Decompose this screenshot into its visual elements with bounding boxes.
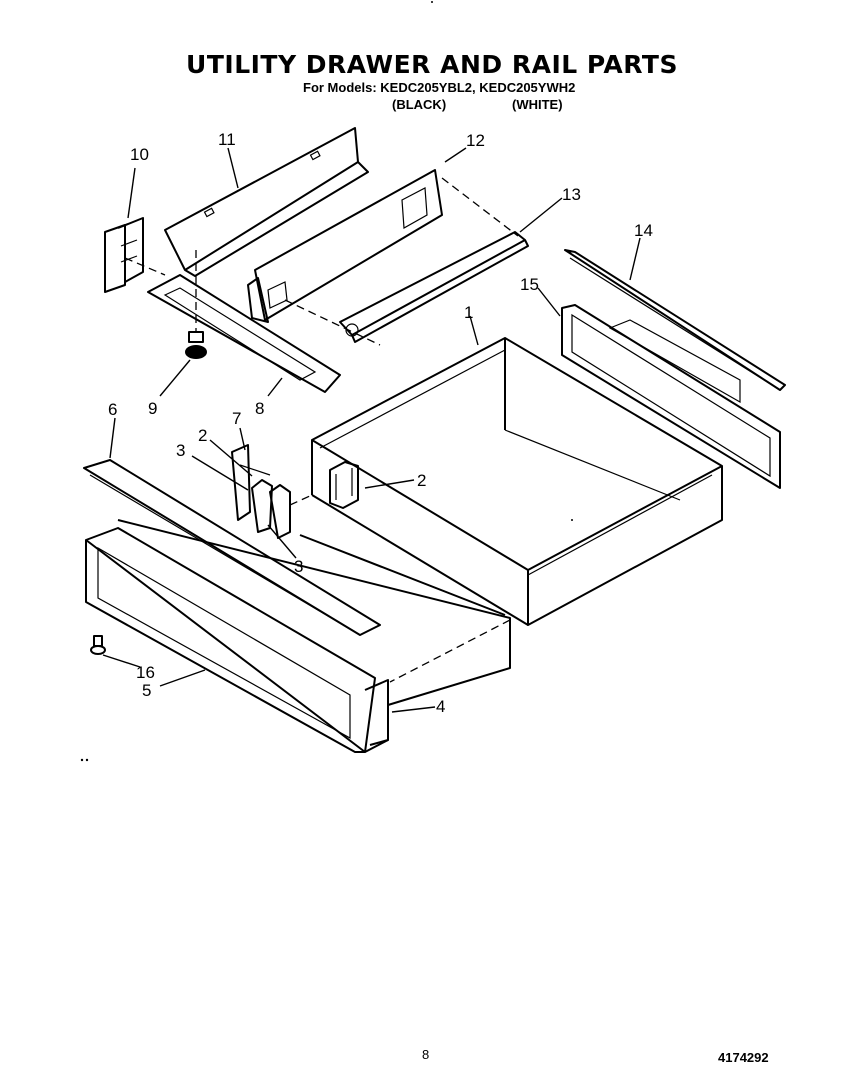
part-9-screw [185, 250, 207, 359]
part-5-front-frame [85, 527, 389, 753]
hidden-lines-upper [124, 177, 519, 346]
callout-5: 5 [142, 681, 151, 700]
callout-11: 11 [218, 130, 236, 149]
page-number: 8 [422, 1047, 430, 1062]
callout-15: 15 [520, 275, 539, 294]
color-black-label: (BLACK) [392, 97, 447, 112]
callout-1: 1 [464, 303, 473, 322]
hidden-lines-lower [289, 494, 511, 683]
callout-16: 16 [136, 663, 155, 682]
callout-9: 9 [148, 399, 157, 418]
part-10-end-bracket [104, 217, 144, 293]
callout-2-right: 2 [417, 471, 426, 490]
part-15-back-panel [561, 304, 781, 489]
callout-4: 4 [436, 697, 445, 716]
part-16-screw [90, 635, 106, 655]
callout-3-left: 3 [176, 441, 185, 460]
callout-6: 6 [108, 400, 117, 419]
callout-10: 10 [130, 145, 149, 164]
part-1-drawer-box [311, 337, 723, 626]
page-title: UTILITY DRAWER AND RAIL PARTS [186, 50, 678, 79]
models-line: For Models: KEDC205YBL2, KEDC205YWH2 [303, 80, 576, 95]
callout-7: 7 [232, 409, 241, 428]
callout-12: 12 [466, 131, 485, 150]
callout-3-lower: 3 [294, 557, 303, 576]
document-number: 4174292 [718, 1050, 769, 1065]
part-6-front-trim [83, 459, 381, 636]
callouts: 10 11 12 13 14 15 1 9 8 6 7 2 3 2 3 4 16… [108, 130, 653, 716]
part-12-rail-bracket [247, 169, 443, 323]
color-white-label: (WHITE) [512, 97, 563, 112]
leader-lines [102, 147, 641, 713]
callout-14: 14 [634, 221, 653, 240]
part-11-rail-panel [164, 127, 369, 277]
callout-2-left: 2 [198, 426, 207, 445]
part-13-slide-rail [339, 231, 529, 343]
part-8-slide-bar [147, 274, 341, 393]
part-4-inner-panel [117, 519, 511, 746]
part-14-rear-rail [564, 249, 786, 391]
callout-13: 13 [562, 185, 581, 204]
part-7-side-bracket [231, 444, 291, 539]
part-2-drawer-clip-right [329, 461, 359, 509]
scan-specks [80, 1, 573, 762]
callout-8: 8 [255, 399, 264, 418]
